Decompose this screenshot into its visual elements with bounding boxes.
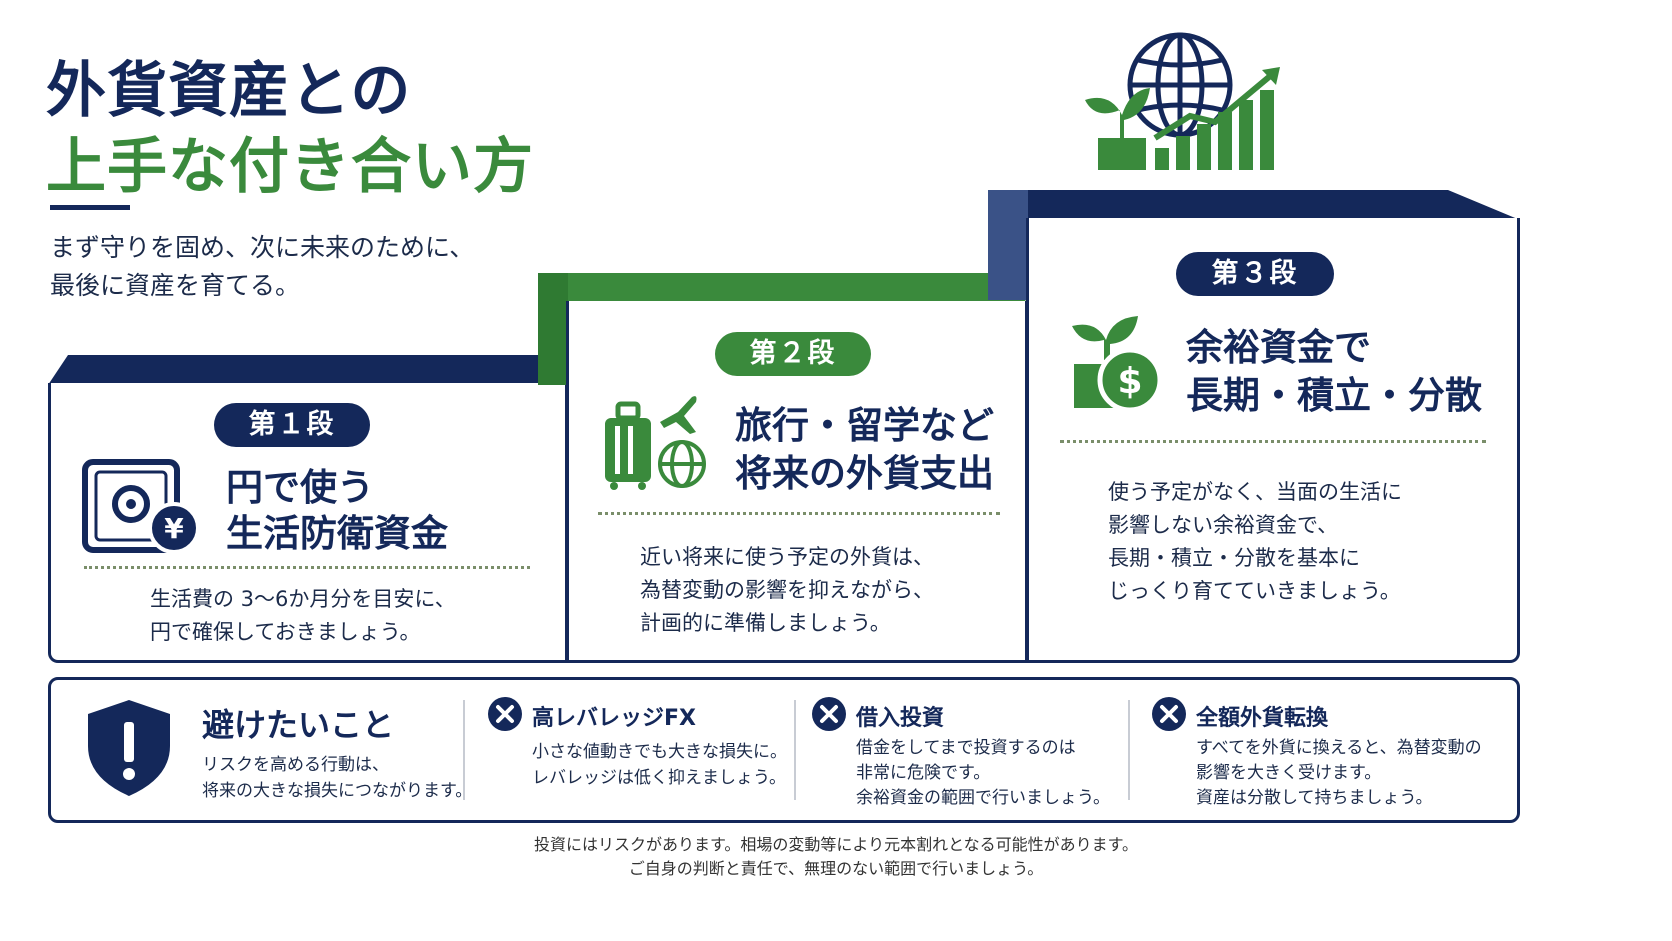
footer-disclaimer1: 投資にはリスクがあります。相場の変動等により元本割れとなる可能性があります。: [533, 835, 1138, 854]
avoid-item1-title: 高レバレッジFX: [532, 706, 696, 731]
svg-text:$: $: [1117, 361, 1142, 402]
step2-top: [538, 273, 1028, 303]
avoid-item3-title: 全額外貨転換: [1196, 706, 1329, 731]
globe-growth-icon: [1085, 32, 1280, 170]
avoid-divider-2: [794, 700, 796, 800]
step3-body4: じっくり育てていきましょう。: [1108, 579, 1401, 603]
step2-body1: 近い将来に使う予定の外貨は、: [640, 545, 934, 569]
step3-body2: 影響しない余裕資金で、: [1108, 513, 1339, 537]
step1-badge: 第１段: [214, 403, 370, 447]
step2-heading2: 将来の外貨支出: [735, 452, 994, 495]
step1-divider: [84, 566, 530, 569]
avoid-item3-body1: すべてを外貨に換えると、為替変動の: [1196, 738, 1482, 758]
avoid-item1-body2: レバレッジは低く抑えましょう。: [532, 768, 786, 788]
step3-side: [988, 190, 1028, 300]
svg-text:¥: ¥: [164, 512, 184, 545]
title-underline: [50, 205, 130, 210]
intro-line2: 最後に資産を育てる。: [50, 271, 301, 300]
step2-body3: 計画的に準備しましょう。: [640, 611, 891, 635]
x-circle-icon: [812, 697, 846, 731]
suitcase-plane-globe-icon: [605, 396, 706, 490]
avoid-item1-body1: 小さな値動きでも大きな損失に。: [532, 742, 787, 762]
step1-heading1: 円で使う: [226, 466, 374, 509]
sprout-dollar-icon: $: [1072, 316, 1163, 412]
step3-body1: 使う予定がなく、当面の生活に: [1108, 480, 1402, 504]
step1-body2: 円で確保しておきましょう。: [150, 620, 421, 644]
step2-badge: 第２段: [715, 332, 871, 376]
step1-top: [48, 355, 566, 385]
avoid-subtitle2: 将来の大きな損失につながります。: [202, 781, 473, 801]
avoid-item2-body2: 非常に危険です。: [856, 763, 991, 783]
page-title-line1: 外貨資産との: [46, 56, 412, 126]
avoid-item3-body2: 影響を大きく受けます。: [1196, 763, 1382, 783]
step2-heading1: 旅行・留学など: [735, 404, 994, 447]
avoid-item2-title: 借入投資: [856, 706, 945, 731]
avoid-item2-body3: 余裕資金の範囲で行いましょう。: [856, 788, 1110, 808]
step2-body2: 為替変動の影響を抑えながら、: [640, 578, 934, 602]
step3-heading2: 長期・積立・分散: [1186, 374, 1482, 417]
avoid-panel: [48, 677, 1520, 823]
x-circle-icon: [488, 697, 522, 731]
warning-shield-icon: [88, 700, 170, 796]
avoid-subtitle1: リスクを高める行動は、: [202, 755, 389, 775]
intro-line1: まず守りを固め、次に未来のために、: [50, 233, 475, 262]
step1-heading2: 生活防衛資金: [226, 512, 448, 555]
avoid-title: 避けたいこと: [202, 706, 395, 744]
avoid-divider-3: [1128, 700, 1130, 800]
step2-side: [538, 273, 568, 385]
step3-badge: 第３段: [1176, 252, 1334, 296]
step3-top: [988, 190, 1520, 220]
page-title-line2: 上手な付き合い方: [46, 132, 534, 202]
avoid-item3-body3: 資産は分散して持ちましょう。: [1196, 788, 1433, 808]
safe-yen-icon: ¥: [82, 459, 200, 554]
avoid-divider-1: [463, 700, 465, 800]
step3-divider: [1060, 440, 1486, 443]
x-circle-icon: [1152, 697, 1186, 731]
step3-heading1: 余裕資金で: [1186, 326, 1371, 369]
step1-body1: 生活費の 3〜6か月分を目安に、: [150, 587, 456, 611]
avoid-item2-body1: 借金をしてまで投資するのは: [856, 738, 1076, 758]
footer-disclaimer2: ご自身の判断と責任で、無理のない範囲で行いましょう。: [628, 859, 1044, 878]
step2-divider: [598, 512, 1000, 515]
step3-body3: 長期・積立・分散を基本に: [1108, 546, 1360, 570]
